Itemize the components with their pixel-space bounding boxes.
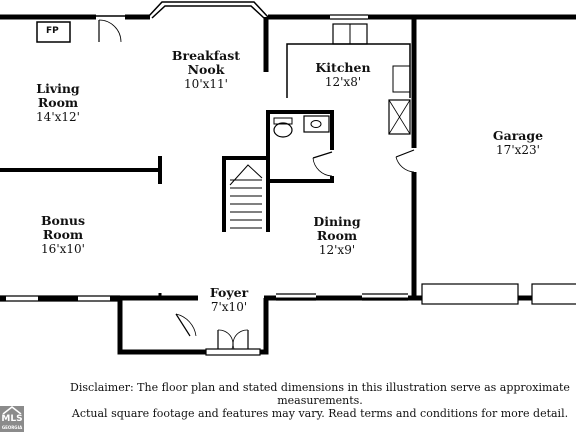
disclaimer: Disclaimer: The floor plan and stated di…: [70, 381, 570, 420]
door-swing: [312, 157, 333, 177]
bay-window: [151, 5, 265, 19]
door-swing: [395, 156, 415, 173]
room-dims: 12'x9': [318, 243, 356, 257]
mls-logo: MLS GEORGIA: [0, 406, 24, 432]
room-label-foyer: Foyer 7'x10': [209, 285, 249, 315]
wall: [266, 110, 334, 162]
room-name: Bonus: [40, 213, 86, 228]
bay-window: [147, 1, 269, 18]
room-label-kitchen: Kitchen 12'x8': [315, 60, 371, 90]
wall: [260, 298, 269, 355]
room-name: Garage: [492, 128, 544, 143]
toilet: [273, 122, 293, 138]
room-label-garage: Garage 17'x23': [492, 128, 544, 158]
room-name: Nook: [187, 62, 225, 77]
vanity: [303, 115, 330, 133]
kitchen-dishwasher: [388, 99, 411, 135]
door-swing: [98, 19, 122, 43]
toilet-tank: [273, 117, 293, 125]
room-dims: 14'x12': [36, 110, 80, 124]
room-dims: 12'x8': [324, 75, 362, 89]
room-name: Room: [316, 228, 358, 243]
front-door-sill: [205, 348, 261, 356]
wall: [222, 156, 270, 232]
disclaimer-line: Disclaimer: The floor plan and stated di…: [70, 381, 570, 407]
room-dims: 17'x23': [496, 143, 540, 157]
room-name: Dining: [313, 214, 361, 229]
door: [312, 151, 333, 159]
room-name: Room: [37, 95, 79, 110]
room-name: Foyer: [209, 285, 249, 300]
room-name: Kitchen: [315, 60, 371, 75]
room-label-bonus-room: Bonus Room 16'x10': [40, 213, 86, 257]
room-dims: 7'x10': [210, 300, 248, 314]
kitchen-stove: [392, 65, 411, 93]
door-swing: [175, 313, 197, 337]
room-name: Living: [36, 81, 80, 96]
logo-text: MLS: [1, 414, 23, 424]
room-dims: 16'x10': [41, 242, 85, 256]
room-name: Room: [42, 227, 84, 242]
garage-door: [531, 283, 576, 305]
house-roof-icon: [2, 406, 22, 414]
stair-rail: [229, 164, 263, 186]
door: [175, 313, 191, 337]
garage-door: [421, 283, 519, 305]
fireplace: [36, 21, 71, 43]
door: [395, 149, 415, 158]
room-label-breakfast-nook: Breakfast Nook 10'x11': [171, 48, 241, 92]
room-dims: 10'x11': [184, 77, 228, 91]
fireplace-label: FP: [46, 26, 59, 36]
room-label-living-room: Living Room 14'x12': [36, 81, 80, 125]
room-label-dining-room: Dining Room 12'x9': [313, 214, 361, 258]
disclaimer-line: Actual square footage and features may v…: [71, 407, 569, 420]
room-name: Breakfast: [171, 48, 241, 63]
wall: [117, 298, 206, 355]
logo-subtext: GEORGIA: [1, 425, 23, 430]
